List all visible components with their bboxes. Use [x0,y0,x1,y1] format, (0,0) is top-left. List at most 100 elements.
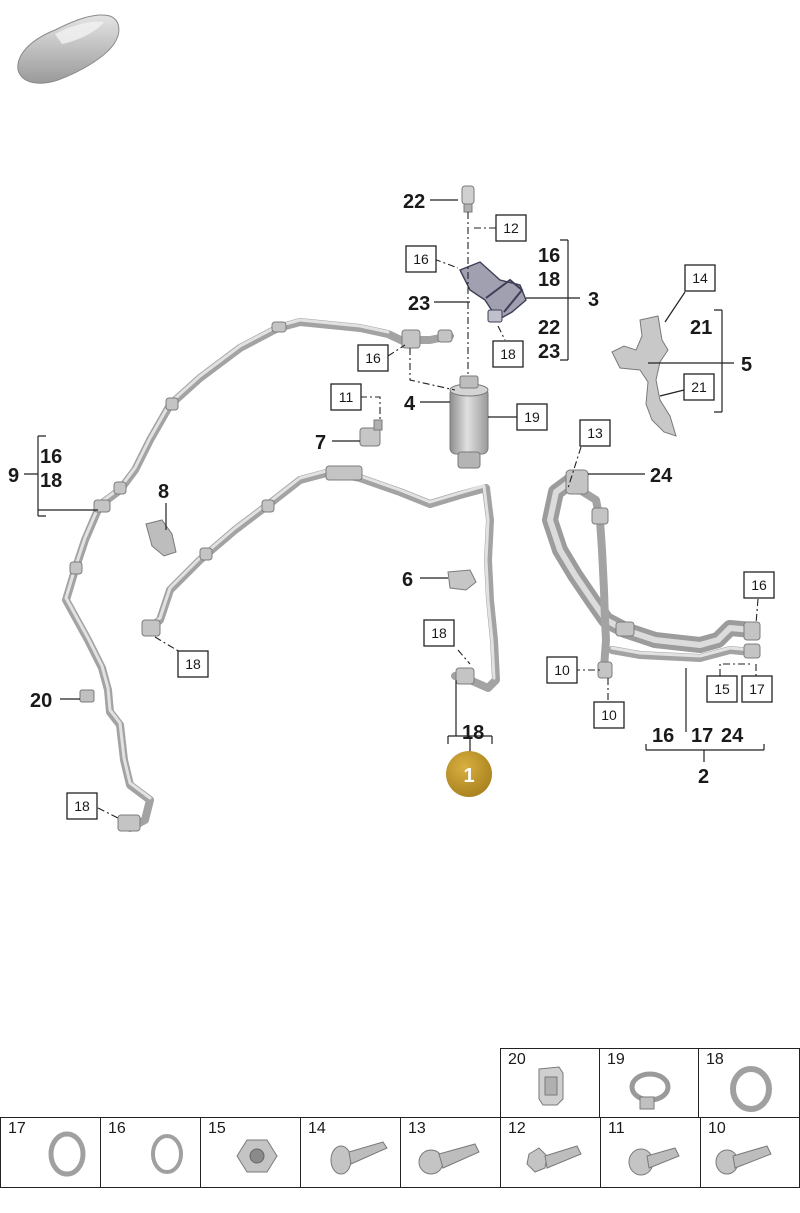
legend-number: 10 [708,1120,726,1137]
pipe-fitting-16-icon [401,329,454,349]
o-ring-icon [48,1131,86,1177]
box-callout-16[interactable]: 16 [357,344,389,372]
bracket3-item: 16 [538,245,560,267]
legend-cell-20[interactable]: 20 [500,1048,601,1119]
legend-number: 11 [608,1120,625,1137]
callout-24: 24 [650,465,673,487]
box-callout-16[interactable]: 16 [743,571,775,599]
box-label: 16 [413,251,429,267]
box-callout-15[interactable]: 15 [706,675,738,703]
bracket-clip-icon [538,1066,564,1106]
callout-23: 23 [408,293,430,315]
legend-cell-11[interactable]: 11 [600,1117,702,1188]
callout-2: 2 [698,766,709,788]
box-callout-21[interactable]: 21 [683,373,715,401]
torx-screw-icon [715,1145,772,1175]
legend-cell-17[interactable]: 17 [0,1117,102,1188]
box-callout-18[interactable]: 18 [492,340,524,368]
legend-number: 15 [208,1120,226,1137]
legend-cell-19[interactable]: 19 [599,1048,700,1119]
receiver-drier-icon [449,375,489,469]
ac-line-middle [141,465,500,692]
pressure-sensor-icon [461,185,475,213]
clip-20-icon [79,689,95,703]
legend-number: 14 [308,1120,326,1137]
box-label: 19 [524,409,540,425]
o-ring-icon [151,1134,183,1174]
box-callout-18[interactable]: 18 [66,792,98,820]
bracket1-item: 18 [462,722,484,744]
bracket9-item: 16 [40,446,62,468]
legend-cell-13[interactable]: 13 [400,1117,502,1188]
hose-clamp-icon [629,1071,671,1110]
parts-legend-table: 20 19 18 17 16 15 [0,1048,800,1188]
vehicle-thumbnail-icon [17,14,120,84]
box-label: 21 [691,379,707,395]
callout-3: 3 [588,289,599,311]
callout-5: 5 [741,354,752,376]
legend-cell-14[interactable]: 14 [300,1117,402,1188]
legend-cell-12[interactable]: 12 [500,1117,602,1188]
highlight-callout-1[interactable]: 1 [446,751,492,797]
box-label: 11 [339,389,354,405]
box-label: 14 [692,270,708,286]
legend-number: 16 [108,1120,126,1137]
legend-number: 17 [8,1120,26,1137]
callout-4: 4 [404,393,416,415]
box-label: 13 [587,425,603,441]
callout-7: 7 [315,432,326,454]
callout-20: 20 [30,690,52,712]
callout-22: 22 [403,191,425,213]
flange-bolt-icon [330,1141,388,1175]
connector-bracket-icon [459,261,527,323]
legend-cell-15[interactable]: 15 [200,1117,302,1188]
o-ring-icon [730,1066,772,1112]
box-callout-18[interactable]: 18 [423,619,455,647]
bracket2-item: 16 [652,725,674,747]
holder-6-icon [447,569,477,591]
box-callout-13[interactable]: 13 [579,419,611,447]
box-label: 16 [751,577,767,593]
ac-hose-right [542,469,761,679]
box-callout-12[interactable]: 12 [495,214,527,242]
legend-cell-10[interactable]: 10 [700,1117,800,1188]
legend-cell-18[interactable]: 18 [698,1048,800,1119]
box-label: 15 [714,681,730,697]
ac-line-left [62,318,409,832]
callout-9: 9 [8,465,19,487]
box-callout-10[interactable]: 10 [593,701,625,729]
box-callout-16[interactable]: 16 [405,245,437,273]
legend-number: 18 [706,1051,724,1068]
highlight-label: 1 [463,765,474,787]
clip-8-icon [145,519,177,557]
box-callout-18[interactable]: 18 [177,650,209,678]
bracket3-item: 18 [538,269,560,291]
bracket3-item: 23 [538,341,560,363]
bracket2-item: 24 [721,725,744,747]
box-callout-19[interactable]: 19 [516,403,548,431]
box-label: 18 [74,798,90,814]
hex-bolt-icon [526,1145,582,1173]
hex-nut-icon [236,1139,278,1173]
box-callout-14[interactable]: 14 [684,264,716,292]
box-label: 10 [601,707,617,723]
mounting-bracket-icon [611,315,677,437]
box-label: 17 [749,681,765,697]
leader-lines [24,199,765,819]
box-callout-11[interactable]: 11 [330,383,362,411]
box-label: 18 [500,346,516,362]
box-label: 10 [554,662,570,678]
legend-cell-16[interactable]: 16 [100,1117,202,1188]
bracket3-item: 22 [538,317,560,339]
box-callout-17[interactable]: 17 [741,675,773,703]
box-label: 16 [365,350,381,366]
box-callout-10[interactable]: 10 [546,656,578,684]
callout-6: 6 [402,569,413,591]
legend-number: 20 [508,1051,526,1068]
box-label: 18 [431,625,447,641]
torx-screw-icon [628,1147,680,1176]
socket-cap-screw-icon [418,1143,480,1175]
bracket2-item: 17 [691,725,713,747]
sensor-7-icon [359,419,383,447]
